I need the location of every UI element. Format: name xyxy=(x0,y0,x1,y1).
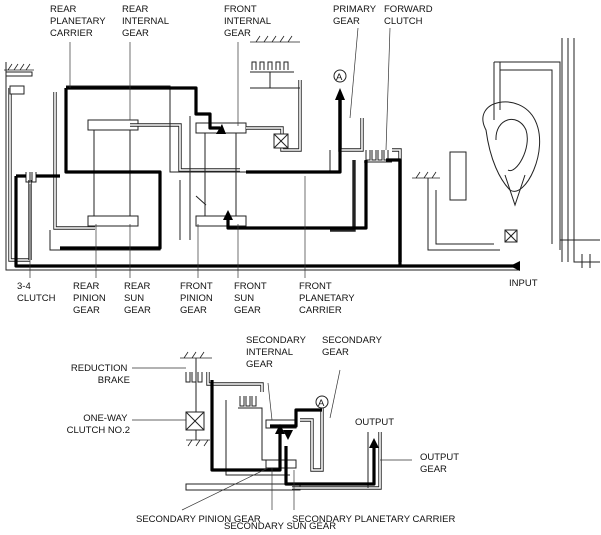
label-rear-sun-gear: REAR SUN GEAR xyxy=(124,281,153,316)
marker-a-top xyxy=(333,69,347,83)
arrow-front-internal xyxy=(216,124,226,134)
label-reduction-brake: REDUCTION BRAKE xyxy=(71,363,130,386)
label-secondary-sun-gear: SECONDARY SUN GEAR xyxy=(224,521,336,532)
label-secondary-pinion-gear: SECONDARY PINION GEAR xyxy=(136,514,261,525)
label-secondary-internal-gear: SECONDARY INTERNAL GEAR xyxy=(246,335,308,370)
arrow-front-sun xyxy=(223,210,233,220)
label-secondary-planetary-carrier: SECONDARY PLANETARY CARRIER xyxy=(292,514,455,525)
arrow-secondary-internal xyxy=(275,424,285,434)
arrow-primary-gear xyxy=(335,88,345,100)
torque-converter xyxy=(412,38,600,268)
label-3-4-clutch: 3-4 CLUTCH xyxy=(17,281,56,304)
ground-hatch-bottom xyxy=(180,351,212,447)
arrow-input xyxy=(510,261,520,271)
label-front-internal-gear: FRONT INTERNAL GEAR xyxy=(224,4,273,39)
label-rear-planetary-carrier: REAR PLANETARY CARRIER xyxy=(50,4,108,39)
label-rear-pinion-gear: REAR PINION GEAR xyxy=(73,281,108,316)
label-output-gear: OUTPUT GEAR xyxy=(420,452,462,475)
arrow-output xyxy=(369,438,379,448)
forward-clutch-symbol xyxy=(364,150,392,163)
label-secondary-gear: SECONDARY GEAR xyxy=(322,335,384,358)
label-output: OUTPUT xyxy=(355,417,394,428)
label-front-pinion-gear: FRONT PINION GEAR xyxy=(180,281,215,316)
label-front-planetary-carrier: FRONT PLANETARY CARRIER xyxy=(299,281,357,316)
label-input: INPUT xyxy=(509,278,538,289)
marker-a-top-text: A xyxy=(336,72,343,83)
label-rear-internal-gear: REAR INTERNAL GEAR xyxy=(122,4,171,39)
ground-hatch-center xyxy=(250,35,300,89)
leader-lines xyxy=(29,27,412,511)
labels: REAR PLANETARY CARRIER REAR INTERNAL GEA… xyxy=(17,4,538,532)
marker-a-bottom-text: A xyxy=(318,398,325,409)
upper-gear-train xyxy=(4,35,600,271)
arrow-secondary-sun xyxy=(283,430,293,440)
marker-a-bottom xyxy=(315,395,329,409)
lower-power-flow xyxy=(210,380,379,486)
label-forward-clutch: FORWARD CLUTCH xyxy=(384,4,435,27)
label-front-sun-gear: FRONT SUN GEAR xyxy=(234,281,269,316)
label-primary-gear: PRIMARY GEAR xyxy=(333,4,379,27)
label-one-way-clutch: ONE-WAY CLUTCH NO.2 xyxy=(67,413,130,436)
upper-power-flow xyxy=(14,86,520,271)
ground-hatch-left xyxy=(4,63,34,77)
